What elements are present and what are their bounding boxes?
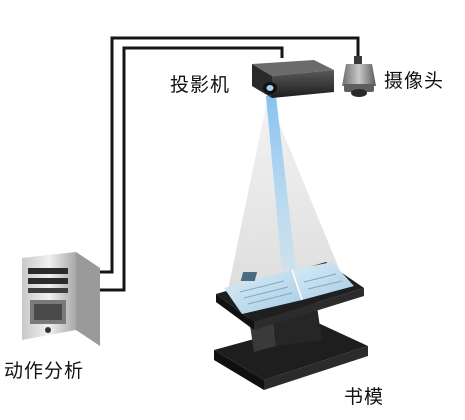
- projector-label: 投影机: [170, 74, 231, 96]
- computer-label: 动作分析: [4, 360, 85, 382]
- cable-computer-to-projector: [100, 46, 284, 292]
- camera-label: 摄像头: [384, 70, 445, 92]
- projector-icon: [252, 60, 334, 98]
- computer-tower-icon: [22, 252, 100, 346]
- cable-computer-to-camera: [100, 36, 360, 274]
- connection-cables: [100, 36, 360, 292]
- book-model-label: 书模: [344, 386, 385, 408]
- camera-icon: [342, 56, 376, 97]
- book-model-icon: [214, 262, 368, 390]
- projection-cone: [228, 96, 352, 300]
- projection-beam: [266, 96, 296, 270]
